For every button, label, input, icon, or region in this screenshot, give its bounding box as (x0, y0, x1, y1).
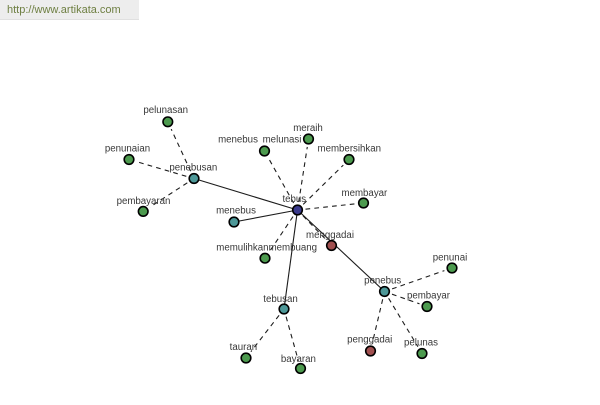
svg-text:pembayar: pembayar (407, 291, 451, 302)
svg-text:penunai: penunai (433, 253, 467, 264)
svg-text:menggadai: menggadai (306, 230, 354, 241)
svg-text:membersihkan: membersihkan (318, 143, 382, 154)
svg-text:pelunas: pelunas (404, 338, 438, 349)
svg-text:membayar: membayar (342, 188, 389, 199)
svg-text:penebus: penebus (364, 276, 401, 287)
svg-text:penggadai: penggadai (347, 335, 392, 346)
svg-text:pembayaran: pembayaran (117, 196, 171, 207)
svg-text:tauran: tauran (230, 342, 257, 353)
svg-text:tebus: tebus (282, 194, 306, 205)
svg-text:meraih: meraih (293, 123, 323, 134)
svg-text:penunaian: penunaian (105, 144, 150, 155)
svg-text:melunasi: melunasi (263, 135, 302, 146)
svg-text:pelunasan: pelunasan (143, 105, 188, 116)
svg-text:menebus: menebus (218, 135, 258, 146)
svg-text:memulihkan: memulihkan (216, 243, 268, 254)
svg-text:tebusan: tebusan (263, 294, 297, 305)
svg-text:menebus: menebus (216, 205, 256, 216)
svg-text:bayaran: bayaran (281, 354, 316, 365)
svg-text:membuang: membuang (269, 243, 317, 254)
svg-text:penebusan: penebusan (169, 162, 217, 173)
